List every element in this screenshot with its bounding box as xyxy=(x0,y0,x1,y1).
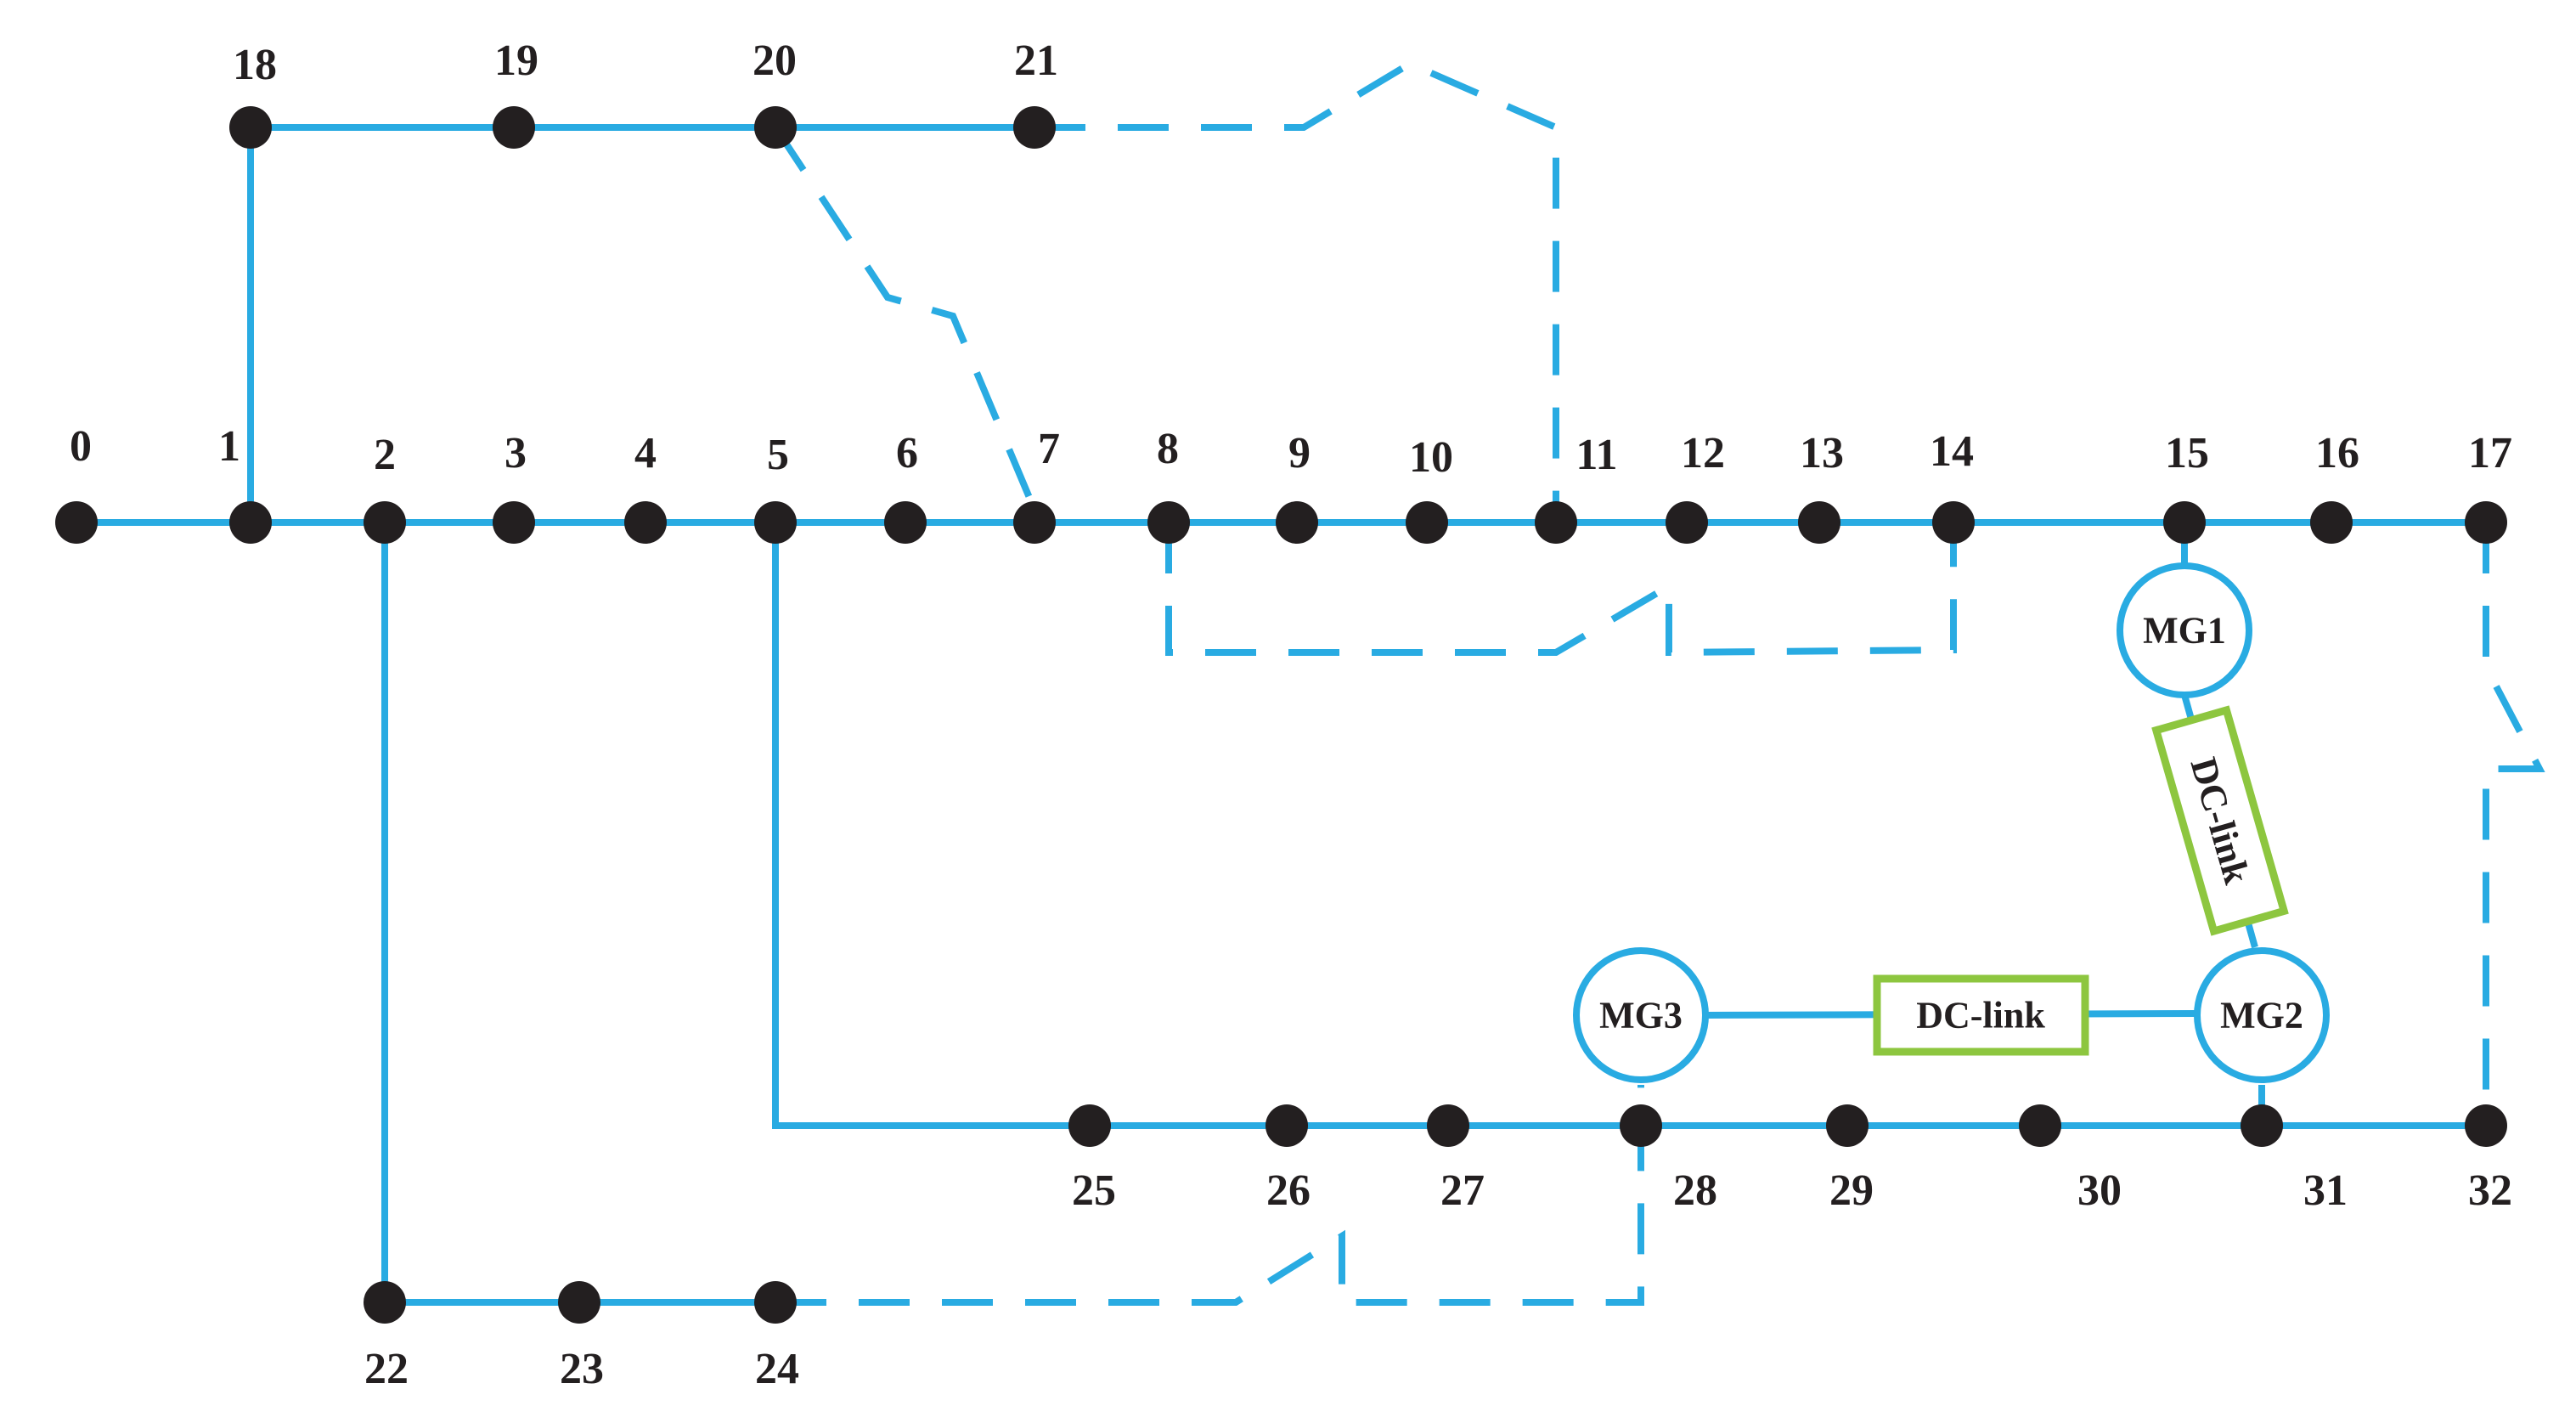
bus-node-32 xyxy=(2465,1104,2507,1147)
bus-node-1 xyxy=(229,501,272,544)
dc-link-vertical-box xyxy=(2151,705,2289,936)
bus-label-5: 5 xyxy=(767,431,789,479)
bus-label-14: 14 xyxy=(1930,427,1974,476)
bus-node-31 xyxy=(2241,1104,2283,1147)
tie-line-17-32 xyxy=(2483,522,2545,1126)
bus-node-5 xyxy=(754,501,797,544)
bus-label-6: 6 xyxy=(896,429,918,477)
bus-node-24 xyxy=(754,1281,797,1324)
bus-label-11: 11 xyxy=(1575,431,1617,479)
bus-label-24: 24 xyxy=(755,1345,799,1393)
mg2-label: MG2 xyxy=(2220,995,2303,1036)
bus-label-28: 28 xyxy=(1673,1166,1717,1215)
bus-node-22 xyxy=(364,1281,406,1324)
bus-node-27 xyxy=(1427,1104,1469,1147)
bus-node-17 xyxy=(2465,501,2507,544)
microgrid-mg3: MG3 xyxy=(1573,947,1709,1083)
bus-label-15: 15 xyxy=(2165,429,2209,477)
bus-label-4: 4 xyxy=(634,429,657,477)
bus-label-17: 17 xyxy=(2468,429,2512,477)
bus-node-4 xyxy=(624,501,667,544)
bus-label-30: 30 xyxy=(2077,1166,2122,1215)
bus-node-8 xyxy=(1147,501,1190,544)
mg1-circle xyxy=(2117,562,2252,698)
bus-label-19: 19 xyxy=(494,37,538,85)
dc-link-horizontal-label: DC-link xyxy=(1916,995,2045,1036)
bus-node-15 xyxy=(2163,501,2206,544)
bus-node-21 xyxy=(1013,106,1056,149)
bus-node-19 xyxy=(493,106,535,149)
tie-line-7-20 xyxy=(772,125,1038,511)
bus-label-8: 8 xyxy=(1157,425,1179,473)
bus-label-13: 13 xyxy=(1800,429,1844,477)
bus-node-13 xyxy=(1798,501,1840,544)
tie-line-24-28 xyxy=(775,1085,1644,1306)
dc-link-horizontal: DC-link xyxy=(1873,974,2089,1056)
bus-node-18 xyxy=(229,106,272,149)
bus-node-14 xyxy=(1932,501,1975,544)
mg3-label: MG3 xyxy=(1599,995,1683,1036)
tie-line-11-21 xyxy=(1034,59,1559,510)
bus-node-26 xyxy=(1265,1104,1308,1147)
bus-node-28 xyxy=(1620,1104,1662,1147)
bus-node-3 xyxy=(493,501,535,544)
bus-node-7 xyxy=(1013,501,1056,544)
mg2-circle xyxy=(2194,947,2330,1083)
bus-node-6 xyxy=(884,501,927,544)
mg3-circle xyxy=(1573,947,1709,1083)
bus-label-32: 32 xyxy=(2468,1166,2512,1215)
dc-link-horizontal-box xyxy=(1873,974,2089,1056)
bus-label-12: 12 xyxy=(1681,429,1725,477)
dc-link-vertical: DC-link xyxy=(2151,705,2289,936)
bus-label-31: 31 xyxy=(2303,1166,2348,1215)
tie-line-8-14 xyxy=(1165,522,1957,657)
branch-2-22-24-line xyxy=(381,522,775,1306)
bus-label-3: 3 xyxy=(504,429,527,477)
bus-node-25 xyxy=(1068,1104,1111,1147)
bus-node-16 xyxy=(2310,501,2353,544)
bus-node-12 xyxy=(1666,501,1708,544)
bus-label-25: 25 xyxy=(1072,1166,1116,1215)
bus-label-29: 29 xyxy=(1829,1166,1874,1215)
bus-node-20 xyxy=(754,106,797,149)
bus-label-0: 0 xyxy=(70,422,92,471)
bus-node-30 xyxy=(2019,1104,2061,1147)
bus-label-21: 21 xyxy=(1014,37,1058,85)
bus-label-16: 16 xyxy=(2315,429,2359,477)
microgrid-mg1: MG1 xyxy=(2117,562,2252,698)
bus-node-29 xyxy=(1826,1104,1869,1147)
bus-label-27: 27 xyxy=(1440,1166,1485,1215)
bus-label-9: 9 xyxy=(1288,429,1311,477)
bus-label-1: 1 xyxy=(218,422,240,471)
bus-label-18: 18 xyxy=(233,41,277,89)
bus-node-11 xyxy=(1535,501,1577,544)
bus-label-23: 23 xyxy=(560,1345,604,1393)
bus-label-2: 2 xyxy=(374,431,396,479)
branch-5-25-32-line xyxy=(772,522,2486,1129)
microgrid-mg2: MG2 xyxy=(2194,947,2330,1083)
bus-label-7: 7 xyxy=(1038,425,1060,473)
bus-label-26: 26 xyxy=(1266,1166,1311,1215)
bus-label-20: 20 xyxy=(753,37,797,85)
bus-label-22: 22 xyxy=(364,1345,409,1393)
bus-node-9 xyxy=(1276,501,1318,544)
bus-node-23 xyxy=(558,1281,600,1324)
bus-node-2 xyxy=(364,501,406,544)
bus-label-10: 10 xyxy=(1409,433,1453,482)
bus-nodes xyxy=(55,106,2507,1324)
bus-node-0 xyxy=(55,501,98,544)
bus-node-10 xyxy=(1406,501,1448,544)
mg1-label: MG1 xyxy=(2143,610,2226,652)
